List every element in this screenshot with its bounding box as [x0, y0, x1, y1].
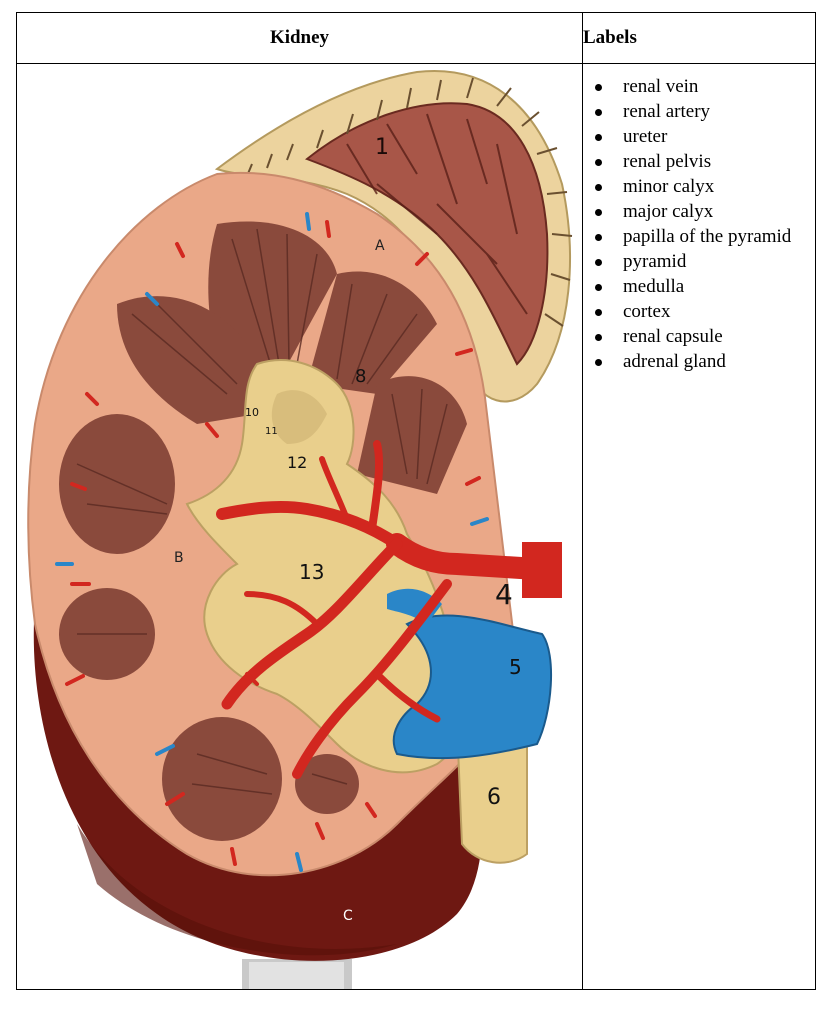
label-item-cortex: cortex	[589, 299, 805, 324]
marker-number-13: 13	[299, 560, 324, 584]
labels-column-header: Labels	[582, 12, 816, 64]
renal-artery-stump	[522, 542, 562, 598]
label-list: renal vein renal artery ureter renal pel…	[583, 74, 815, 374]
kidney-model-cell: A B C 1 4 5 6 8 10 11 12 13	[16, 63, 583, 990]
label-item-minor-calyx: minor calyx	[589, 174, 805, 199]
marker-number-6: 6	[487, 785, 501, 810]
table-header-row: Kidney Labels	[16, 12, 816, 64]
label-item-major-calyx: major calyx	[589, 199, 805, 224]
marker-letter-c: C	[343, 908, 353, 924]
label-item-adrenal-gland: adrenal gland	[589, 349, 805, 374]
table-body-row: A B C 1 4 5 6 8 10 11 12 13 renal vein r…	[16, 63, 816, 990]
cortical-vessels	[55, 212, 489, 872]
marker-number-5: 5	[509, 655, 522, 679]
label-item-renal-artery: renal artery	[589, 99, 805, 124]
marker-letter-b: B	[174, 550, 184, 566]
kidney-model-illustration: A B C 1 4 5 6 8 10 11 12 13	[27, 70, 573, 989]
marker-number-11: 11	[265, 426, 278, 437]
renal-vein	[392, 614, 552, 760]
labels-cell: renal vein renal artery ureter renal pel…	[582, 63, 816, 990]
marker-number-8: 8	[355, 366, 366, 387]
label-item-medulla: medulla	[589, 274, 805, 299]
ureter	[455, 722, 528, 864]
label-item-renal-pelvis: renal pelvis	[589, 149, 805, 174]
kidney-column-header: Kidney	[16, 12, 583, 64]
label-item-papilla: papilla of the pyramid	[589, 224, 805, 249]
marker-number-4: 4	[495, 578, 513, 611]
marker-letter-a: A	[375, 238, 385, 254]
label-item-renal-vein: renal vein	[589, 74, 805, 99]
marker-number-1: 1	[375, 135, 389, 160]
label-item-ureter: ureter	[589, 124, 805, 149]
marker-number-12: 12	[287, 453, 307, 472]
renal-artery	[216, 440, 548, 779]
label-item-renal-capsule: renal capsule	[589, 324, 805, 349]
kidney-label-table: Kidney Labels	[16, 12, 816, 990]
label-item-pyramid: pyramid	[589, 249, 805, 274]
marker-number-10: 10	[245, 406, 259, 419]
